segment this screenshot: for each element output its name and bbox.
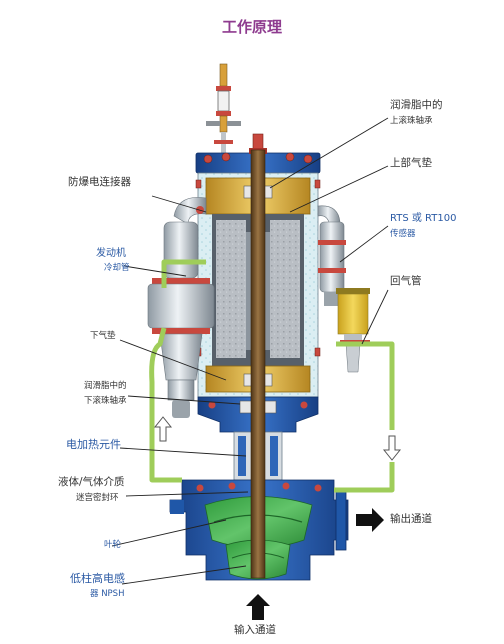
label-lube-upper-2: 上滚珠轴承 [390, 116, 433, 126]
rts-sensor [317, 205, 346, 306]
coolant-tube-left [149, 259, 206, 483]
leader-lines [111, 117, 389, 585]
label-rts-1: RTS 或 RT100 [390, 213, 457, 224]
label-lube-lower-1: 润滑脂中的 [84, 381, 127, 391]
label-outlet: 输出通道 [390, 513, 432, 525]
label-impeller: 叶轮 [104, 540, 122, 550]
label-seal-1: 液体/气体介质 [58, 476, 125, 488]
label-motor-2: 冷却管 [104, 263, 130, 273]
label-npsh-2: 器 NPSH [90, 589, 125, 599]
outlet-arrow [356, 508, 384, 532]
page-title: 工作原理 [221, 18, 282, 36]
label-npsh-1: 低柱高电感 [70, 572, 125, 585]
top-valve-assembly [206, 63, 241, 156]
label-explosion-connector: 防爆电连接器 [68, 176, 131, 188]
label-seal-2: 迷宫密封环 [76, 493, 119, 503]
central-shaft [250, 149, 266, 579]
label-motor-1: 发动机 [96, 248, 126, 259]
inlet-arrow [246, 594, 270, 620]
label-lube-upper-1: 润滑脂中的 [390, 99, 443, 111]
flow-up-arrow [153, 416, 173, 442]
return-gas-device [336, 288, 370, 373]
return-tube-right [334, 341, 395, 493]
label-lower-gasket: 下气垫 [90, 331, 116, 341]
label-return-pipe: 回气管 [390, 275, 422, 287]
label-rts-2: 传感器 [390, 229, 416, 239]
flow-down-arrow [382, 435, 402, 461]
label-lube-lower-2: 下滚珠轴承 [84, 396, 127, 406]
label-inlet: 输入通道 [234, 624, 276, 636]
label-heater: 电加热元件 [66, 438, 121, 451]
label-upper-gasket: 上部气垫 [390, 157, 432, 169]
